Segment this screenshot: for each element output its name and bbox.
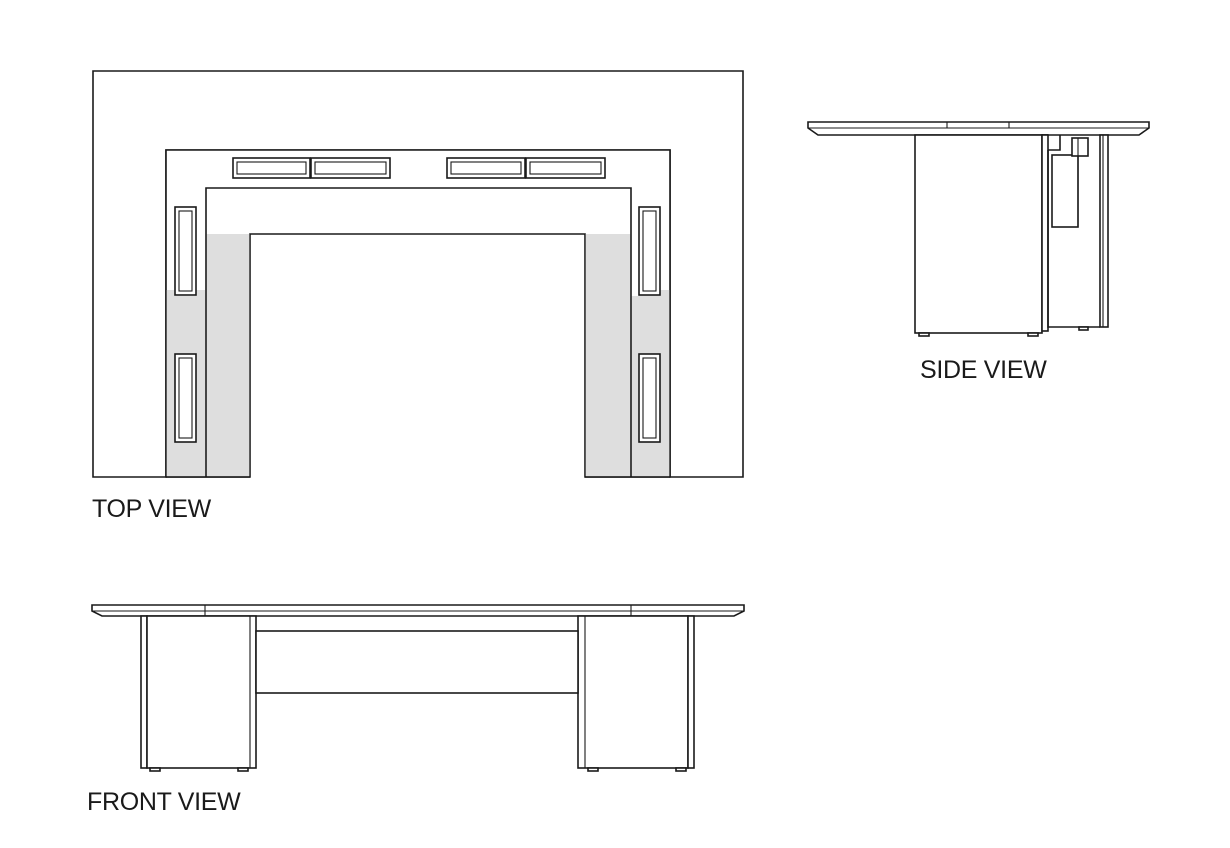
top-view-right-leg-shade-inner: [585, 234, 631, 477]
front-view-right-leg-panel: [577, 615, 689, 769]
side-view-leg-panel: [914, 134, 1043, 334]
front-view-label: FRONT VIEW: [87, 788, 241, 816]
top-view-grommet-left-pair: [232, 157, 391, 179]
front-view-modesty-panel: [255, 630, 579, 694]
side-view-foot-1: [918, 332, 930, 337]
side-view-bracket-cap: [1071, 137, 1089, 157]
front-view: [91, 604, 745, 772]
top-view-label: TOP VIEW: [92, 495, 211, 523]
side-view-foot-2: [1027, 332, 1039, 337]
side-view: [807, 121, 1150, 337]
front-view-foot-4: [675, 767, 687, 772]
top-view-cross-panel: [205, 187, 632, 477]
front-view-foot-3: [587, 767, 599, 772]
top-view: [92, 70, 744, 478]
front-view-foot-2: [237, 767, 249, 772]
front-view-foot-1: [149, 767, 161, 772]
top-view-grommet-left-side: [174, 206, 197, 443]
side-view-rear-leg: [1099, 134, 1109, 328]
front-view-right-leg-edge: [687, 615, 695, 769]
side-view-label: SIDE VIEW: [920, 356, 1047, 384]
front-view-left-leg-edge: [140, 615, 148, 769]
top-view-grommet-right-pair: [446, 157, 606, 179]
top-view-grommet-right-side: [638, 206, 661, 443]
side-view-foot-3: [1078, 326, 1089, 331]
top-view-left-leg-shade-inner: [206, 234, 250, 477]
front-view-left-leg-panel: [146, 615, 257, 769]
side-view-bracket: [1051, 154, 1079, 228]
